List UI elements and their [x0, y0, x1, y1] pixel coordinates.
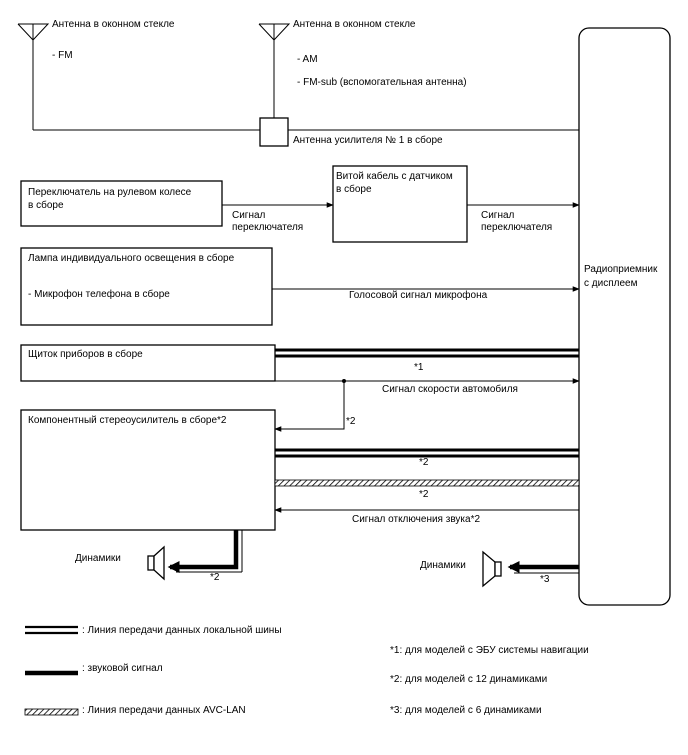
- steering-switch-line1: Переключатель на рулевом колесе: [28, 187, 192, 198]
- note-2-bus-marker: *2: [419, 457, 429, 468]
- footnote-1: *1: для моделей с ЭБУ системы навигации: [390, 645, 589, 656]
- cluster-local-bus: [275, 348, 579, 358]
- amp-local-bus: [275, 448, 579, 458]
- footnote-2: *2: для моделей с 12 динамиками: [390, 674, 547, 685]
- steering-switch-box: [20, 180, 223, 227]
- note-2-branch-marker: *2: [346, 416, 356, 427]
- switch-signal-1-line1: Сигнал: [232, 210, 266, 221]
- legend-avc-label: : Линия передачи данных AVC-LAN: [82, 705, 246, 716]
- lamp-assembly-sub: - Микрофон телефона в сборе: [28, 288, 170, 300]
- antenna-amplifier-label: Антенна усилителя № 1 в сборе: [293, 134, 443, 146]
- right-antenna-icon: [258, 23, 291, 118]
- spiral-cable-line2: в сборе: [336, 183, 372, 195]
- right-antenna-item-fmsub: - FM-sub (вспомогательная антенна): [297, 77, 467, 88]
- mic-voice-label: Голосовой сигнал микрофона: [349, 289, 488, 301]
- right-antenna-title: Антенна в оконном стекле: [293, 19, 416, 30]
- legend-avc-sample: [24, 708, 79, 716]
- left-antenna-item: - FM: [52, 50, 73, 61]
- spiral-cable-box: [332, 165, 468, 243]
- switch-signal-2-line2: переключателя: [481, 222, 552, 233]
- right-speaker-icon: [482, 550, 502, 588]
- note-1-marker: *1: [414, 362, 424, 373]
- antenna-amplifier-box: [259, 117, 289, 147]
- speed-branch-line: [274, 381, 345, 432]
- switch-signal-1-line2: переключателя: [232, 222, 303, 233]
- instrument-cluster-box: [20, 344, 276, 382]
- left-antenna-title: Антенна в оконном стекле: [52, 19, 175, 30]
- left-antenna-icon: [17, 23, 50, 130]
- legend-bus-sample: [25, 625, 78, 635]
- left-speaker-label: Динамики: [75, 553, 121, 564]
- lamp-assembly-box: [20, 247, 273, 326]
- note-3-right-speaker-marker: *3: [540, 574, 550, 585]
- lamp-assembly-title: Лампа индивидуального освещения в сборе: [28, 252, 235, 264]
- note-2-avc-marker: *2: [419, 489, 429, 500]
- vehicle-speed-label: Сигнал скорости автомобиля: [382, 383, 518, 395]
- right-antenna-item-am: - AM: [297, 54, 318, 65]
- radio-receiver-box: [578, 27, 671, 606]
- left-audio-line: [167, 530, 243, 573]
- legend-audio-label: : звуковой сигнал: [82, 663, 163, 674]
- left-speaker-icon: [147, 545, 165, 581]
- stereo-amp-label: Компонентный стереоусилитель в сборе*2: [28, 414, 227, 426]
- switch-signal-2-line1: Сигнал: [481, 210, 515, 221]
- steering-switch-line2: в сборе: [28, 199, 64, 211]
- footnote-3: *3: для моделей с 6 динамиками: [390, 705, 542, 716]
- radio-receiver-label-line2: с дисплеем: [584, 278, 638, 289]
- legend-bus-label: : Линия передачи данных локальной шины: [82, 625, 282, 636]
- instrument-cluster-label: Щиток приборов в сборе: [28, 348, 143, 360]
- radio-receiver-label-line1: Радиоприемник: [584, 264, 658, 275]
- stereo-amp-box: [20, 409, 276, 531]
- amp-avc-lan: [274, 479, 580, 487]
- right-speaker-label: Динамики: [420, 560, 466, 571]
- mute-label: Сигнал отключения звука*2: [352, 514, 480, 525]
- right-audio-line: [507, 561, 579, 574]
- note-2-left-speaker-marker: *2: [210, 572, 220, 583]
- spiral-cable-line1: Витой кабель с датчиком: [336, 170, 453, 182]
